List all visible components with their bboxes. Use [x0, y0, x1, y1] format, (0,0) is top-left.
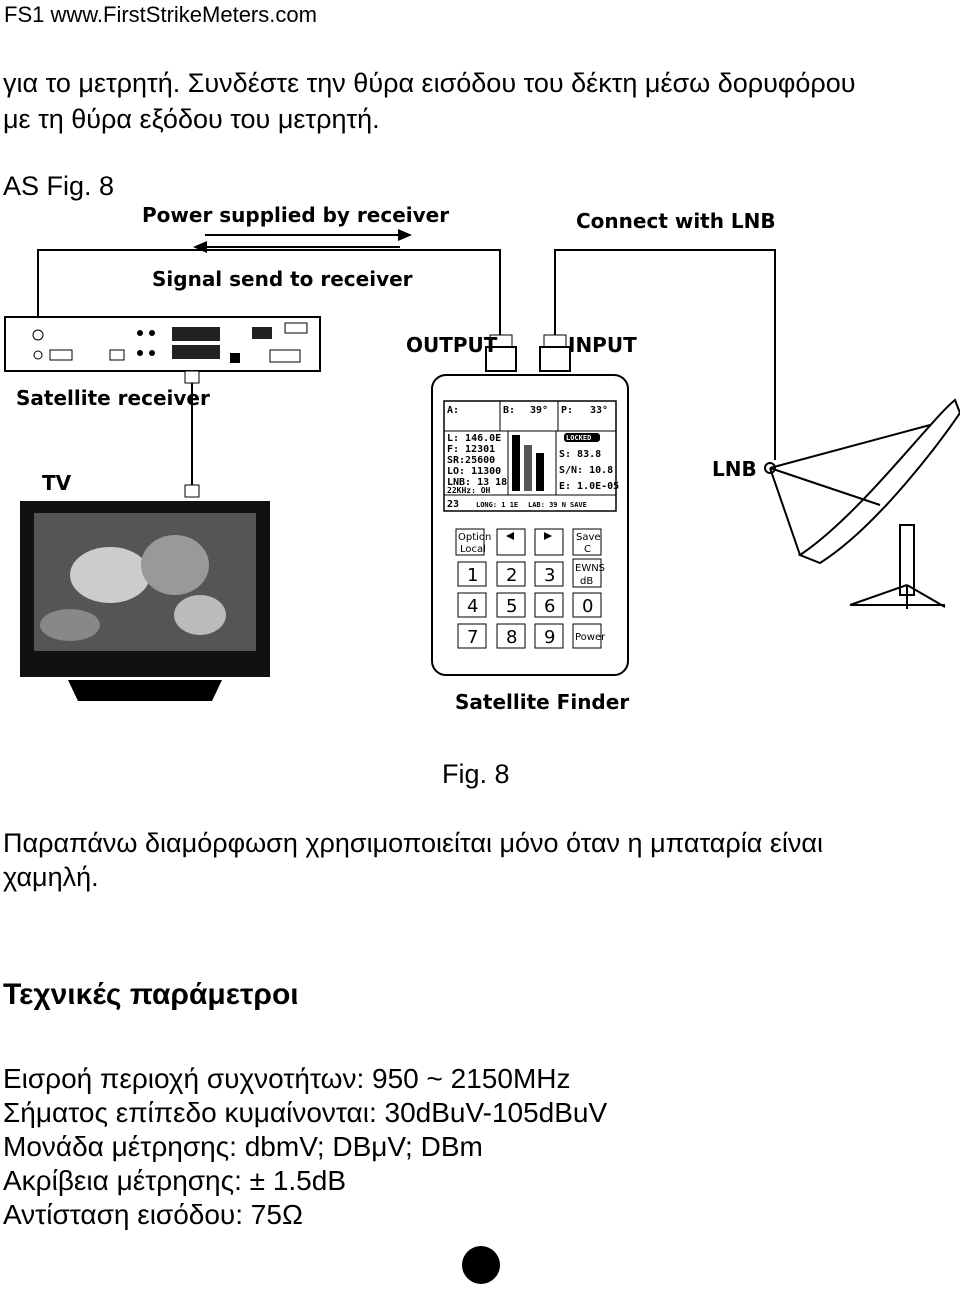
- cable-connector-top: [184, 370, 200, 384]
- option-key: [455, 528, 485, 556]
- intro-line-2: με τη θύρα εξόδου του μετρητή.: [3, 104, 380, 134]
- output-port-label: OUTPUT: [406, 333, 498, 357]
- lcd-bottom-save: SAVE: [570, 501, 587, 509]
- right-key: [534, 528, 564, 556]
- lcd-p-angle: 33°: [590, 405, 608, 416]
- page-header: FS1 www.FirstStrikeMeters.com: [4, 2, 317, 27]
- connect-lnb-label: Connect with LNB: [576, 209, 776, 233]
- satellite-receiver: [4, 316, 321, 372]
- page-dot-marker: [462, 1246, 500, 1284]
- power-arrowhead: [398, 229, 412, 241]
- key-0: 0: [582, 596, 593, 617]
- satellite-dish: [764, 398, 960, 609]
- lcd-s: S: 83.8: [559, 449, 601, 460]
- db-key-label: dB: [580, 576, 593, 587]
- option-key-label: Option: [458, 532, 491, 543]
- satellite-receiver-label: Satellite receiver: [16, 386, 210, 410]
- power-supplied-label: Power supplied by receiver: [142, 203, 449, 227]
- specs-heading: Τεχνικές παράμετροι: [3, 978, 299, 1011]
- lcd-bottom-mid: LONG: 1 1E: [476, 501, 518, 509]
- key-6: 6: [544, 596, 555, 617]
- lcd-lo: LO: 11300: [447, 466, 501, 477]
- lcd-a: A:: [447, 405, 459, 416]
- lcd-22khz: 22KHz: OH: [447, 486, 491, 495]
- tv-set: [20, 501, 270, 701]
- note-line-1: Παραπάνω διαμόρφωση χρησιμοποιείται μόνο…: [3, 828, 823, 858]
- lcd-b: B:: [503, 405, 515, 416]
- spec-input-impedance: Αντίσταση εισόδου: 75Ω: [3, 1199, 303, 1230]
- key-1: 1: [467, 565, 478, 586]
- receiver-output-cable: [37, 249, 501, 335]
- lcd-bottom-lab: LAB: 39 N: [528, 501, 566, 509]
- lcd-lnb: LNB: 13 18: [447, 477, 507, 488]
- key-4: 4: [467, 596, 478, 617]
- lcd-locked: LOCKED: [566, 434, 591, 442]
- spec-signal-level: Σήματος επίπεδο κυμαίνονται: 30dBuV-105d…: [3, 1097, 608, 1128]
- lcd-b-angle: 39°: [530, 405, 548, 416]
- lcd-bottom-left: 23: [447, 499, 459, 510]
- lcd-e: E: 1.0E-05: [559, 481, 619, 492]
- figure-caption: Fig. 8: [442, 759, 510, 789]
- save-key: [572, 528, 602, 556]
- lcd-sn: S/N: 10.8: [559, 465, 613, 476]
- local-key-label: Local: [460, 544, 486, 555]
- spec-measurement-unit: Μονάδα μέτρησης: dbmV; DBμV; DBm: [3, 1131, 483, 1162]
- signal-arrowhead: [193, 241, 207, 253]
- finder-lcd: A: B: 39° P: 33° L: 146.0E F: 12301 SR:2…: [444, 401, 619, 510]
- figure-reference: AS Fig. 8: [3, 171, 115, 201]
- ewns-key-label: EWNS: [575, 563, 605, 574]
- spec-frequency-range: Εισροή περιοχή συχνοτήτων: 950 ~ 2150MHz: [3, 1063, 571, 1094]
- c-key-label: C: [584, 544, 591, 555]
- lcd-p: P:: [561, 405, 573, 416]
- input-port-label: INPUT: [568, 333, 637, 357]
- key-3: 3: [544, 565, 555, 586]
- left-key: [496, 528, 526, 556]
- left-arrow-icon: [506, 532, 514, 540]
- save-key-label: Save: [576, 532, 601, 543]
- key-8: 8: [506, 627, 517, 648]
- satellite-finder-label: Satellite Finder: [455, 690, 629, 714]
- cable-connector-bottom: [184, 484, 200, 498]
- lcd-f: F: 12301: [447, 444, 495, 455]
- intro-line-1: για το μετρητή. Συνδέστε την θύρα εισόδο…: [3, 68, 856, 98]
- key-2: 2: [506, 565, 517, 586]
- key-7: 7: [467, 627, 478, 648]
- lnb-label: LNB: [712, 457, 757, 481]
- input-lnb-cable: [554, 249, 776, 460]
- connection-diagram: Power supplied by receiver Signal send t…: [4, 203, 960, 714]
- spec-accuracy: Ακρίβεια μέτρησης: ± 1.5dB: [3, 1165, 346, 1196]
- lcd-l: L: 146.0E: [447, 433, 501, 444]
- lcd-sr: SR:25600: [447, 455, 495, 466]
- power-key-label: Power: [575, 632, 606, 643]
- signal-send-label: Signal send to receiver: [152, 267, 413, 291]
- finder-keypad: Option Local Save C 1 2 3 EWNS dB 4 5 6 …: [455, 528, 606, 649]
- right-arrow-icon: [544, 532, 552, 540]
- key-5: 5: [506, 596, 517, 617]
- note-line-2: χαμηλή.: [3, 862, 99, 892]
- key-9: 9: [544, 627, 555, 648]
- tv-label: TV: [42, 471, 72, 495]
